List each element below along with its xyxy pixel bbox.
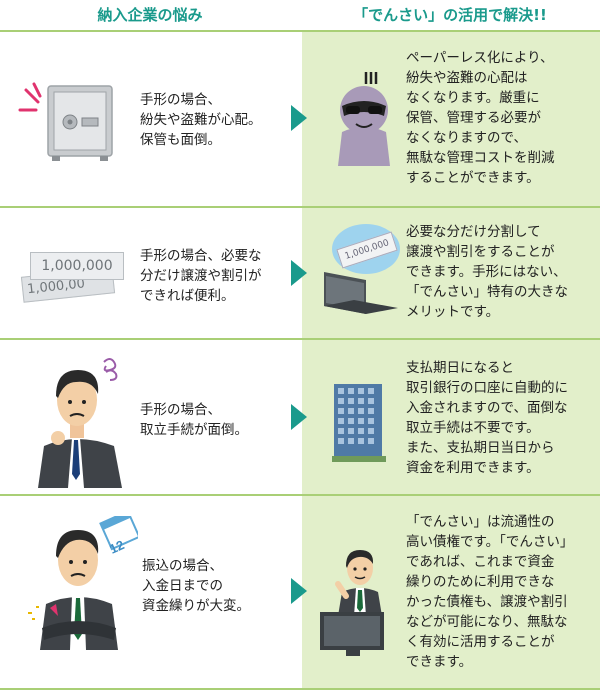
thief-icon [338,72,390,166]
calendar-number: 12 [107,537,126,557]
solution-cell: 1,000,000 必要な分だけ分割して 譲渡や割引をすることが できます。手形… [302,208,600,340]
businessman-computer-icon [320,550,384,656]
problem-text: 手形の場合、必要な 分だけ譲渡や割引が できれば便利。 [140,248,262,304]
problem-cell: 1,000,00 1,000,000 手形の場合、必要な 分だけ譲渡や割引が で… [0,208,302,340]
solution-text: 「でんさい」は流通性の 高い債権です。「でんさい」 であれば、これまで資金 繰り… [406,514,574,670]
problem-text: 手形の場合、 取立手続が面倒。 [140,402,248,438]
arrow-icon [291,404,307,430]
solution-text: 必要な分だけ分割して 譲渡や割引をすることが できます。手形にはない、 「でんさ… [406,224,568,320]
safe-icon [18,82,113,161]
arrow-icon [291,578,307,604]
problem-cell: 12 振込の場合、 入金日までの 資金繰りが大変。 [0,496,302,688]
solution-text: 支払期日になると 取引銀行の口座に自動的に 入金されますので、面倒な 取立手続は… [406,360,568,476]
bill-amount: 1,000,000 [41,258,113,274]
laptop-illustration: 1,000,000 [318,224,402,324]
solution-cell: 支払期日になると 取引銀行の口座に自動的に 入金されますので、面倒な 取立手続は… [302,340,600,496]
laptop-icon [324,272,398,314]
header: 納入企業の悩み 「でんさい」の活用で解決!! [0,0,600,30]
arrow-icon [291,260,307,286]
problem-cell: 手形の場合、 取立手続が面倒。 [0,340,302,496]
bill-front: 1,000,000 [30,252,124,280]
row-lost-stolen: 手形の場合、 紛失や盗難が心配。 保管も面倒。 ペーパーレス化により、 紛失や盗… [0,30,600,208]
solution-cell: 「でんさい」は流通性の 高い債権です。「でんさい」 であれば、これまで資金 繰り… [302,496,600,688]
arrow-icon [291,105,307,131]
solution-text: ペーパーレス化により、 紛失や盗難の心配は なくなります。厳重に 保管、管理する… [406,50,555,186]
solution-cell: ペーパーレス化により、 紛失や盗難の心配は なくなります。厳重に 保管、管理する… [302,32,600,208]
row-partial-transfer: 1,000,00 1,000,000 手形の場合、必要な 分だけ譲渡や割引が で… [0,206,600,340]
row-cash-flow: 12 振込の場合、 入金日までの 資金繰りが大変。 「でんさい」は流通性の 高い… [0,494,600,690]
building-icon [332,384,386,462]
troubled-businessman-icon: 12 [28,516,138,650]
row-collection: 手形の場合、 取立手続が面倒。 支払期日になると 取引銀行の口座に自動的に 入金… [0,338,600,496]
worried-businessman-icon [38,358,122,488]
problems-heading: 納入企業の悩み [97,6,203,24]
problem-text: 手形の場合、 紛失や盗難が心配。 保管も面倒。 [140,92,262,148]
problem-cell: 手形の場合、 紛失や盗難が心配。 保管も面倒。 [0,32,302,208]
bill-icon: 1,000,00 1,000,000 [20,252,124,308]
problem-text: 振込の場合、 入金日までの 資金繰りが大変。 [142,558,250,614]
solutions-heading: 「でんさい」の活用で解決!! [353,6,547,24]
